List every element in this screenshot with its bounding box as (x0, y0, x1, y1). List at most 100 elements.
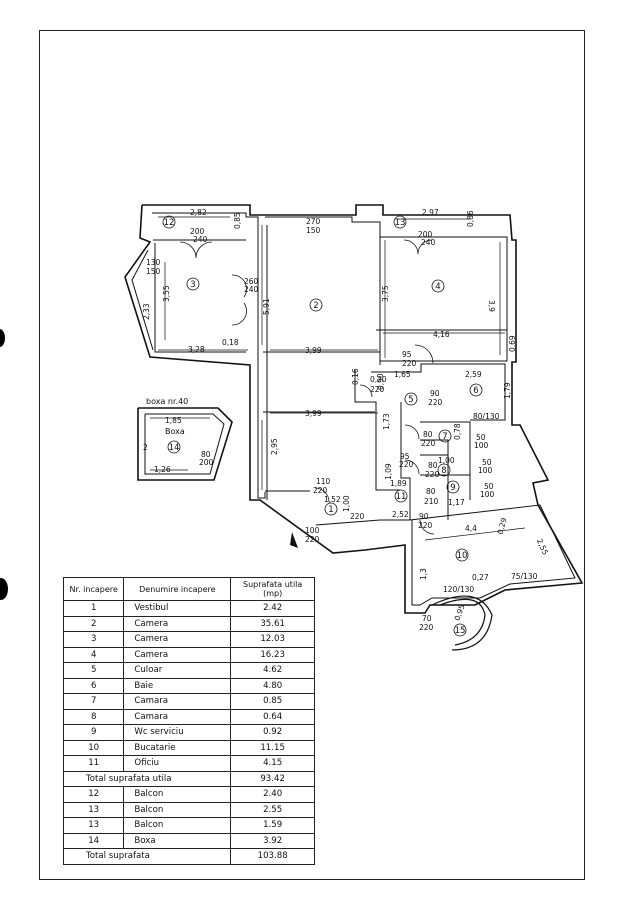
dimension-label: 3,28 (188, 345, 205, 354)
room-schedule-table: Nr. incapere Denumire incapere Suprafata… (62, 577, 315, 865)
dimension-label: 150 (306, 226, 321, 235)
table-cell-nr: 10 (62, 739, 125, 756)
table-cell-area: 4.62 (230, 662, 315, 679)
table-cell-name: Culoar (123, 662, 232, 679)
boxa-name: Boxa (165, 427, 185, 436)
room-number: 7 (442, 432, 447, 442)
header-name: Denumire incapere (123, 577, 232, 601)
table-cell-nr: 11 (62, 755, 125, 772)
dimension-label: 130 (146, 258, 161, 267)
dimension-label: 110 (316, 477, 331, 486)
dimension-label: 220 (425, 470, 440, 479)
room-number: 12 (164, 218, 175, 228)
dimension-label: 220 (428, 398, 443, 407)
dimension-label: 0,78 (453, 423, 462, 440)
total-row: Total suprafata 103.88 (62, 848, 315, 865)
dimension-label: 2,33 (142, 303, 151, 320)
dimension-label: 95 (400, 452, 410, 461)
dimension-label: 0,16 (351, 368, 360, 385)
table-cell-nr: 1 (62, 600, 125, 617)
table-cell-name: Camara (123, 708, 232, 725)
dimension-label: 1,00 (342, 495, 351, 512)
dimension-label: 270 (306, 217, 321, 226)
subtotal-label: Total suprafata utila (62, 770, 232, 787)
table-cell-nr: 9 (62, 724, 125, 741)
dimension-label: 220 (370, 385, 385, 394)
dimension-label: 220 (421, 439, 436, 448)
table-cell-nr: 14 (62, 832, 125, 849)
table-cell-name: Balcon (123, 801, 232, 818)
dimension-label: 210 (424, 497, 439, 506)
room-number: 6 (473, 386, 478, 396)
punch-hole (0, 578, 8, 600)
dimension-label: 4,16 (433, 330, 450, 339)
dimension-label: 0,69 (508, 335, 517, 352)
dimension-label: 75/130 (511, 572, 538, 581)
table-cell-nr: 6 (62, 677, 125, 694)
room-number: 9 (450, 483, 455, 493)
room-number: 4 (435, 282, 440, 292)
dimension-label: 1,52 (324, 495, 341, 504)
table-cell-nr: 3 (62, 631, 125, 648)
dimension-label: 2,97 (422, 208, 439, 217)
dimension-label: 90 (419, 512, 429, 521)
dimension-label: 50 (482, 458, 492, 467)
table-cell-name: Baie (123, 677, 232, 694)
dimension-label: 240 (421, 238, 436, 247)
dimension-label: 100 (478, 466, 493, 475)
dimension-label: 100 (474, 441, 489, 450)
table-cell-name: Camera (123, 631, 232, 648)
room-numbers: 12 13 3 2 4 5 6 7 8 9 11 1 10 14 15 (164, 218, 479, 636)
total-value: 103.88 (230, 848, 315, 865)
drawing-frame (39, 30, 585, 880)
dimension-label: 3,99 (305, 409, 322, 418)
table-cell-name: Camara (123, 693, 232, 710)
boxa-dimension: 80 (201, 450, 211, 459)
table-cell-name: Bucatarie (123, 739, 232, 756)
dimension-label: 0,86 (466, 210, 475, 227)
dimension-label: 3,75 (381, 285, 390, 302)
dimension-label: 3,99 (305, 346, 322, 355)
table-header-row: Nr. incapere Denumire incapere Suprafata… (62, 577, 315, 601)
room-number: 15 (455, 626, 466, 636)
dimension-label: 1,89 (390, 479, 407, 488)
dimension-label: 80 (428, 461, 438, 470)
table-cell-area: 0.92 (230, 724, 315, 741)
punch-hole (0, 329, 5, 347)
table-cell-area: 4.80 (230, 677, 315, 694)
room-number: 11 (396, 492, 407, 502)
dimension-label: 80 (423, 430, 433, 439)
room-number: 5 (408, 395, 413, 405)
dimension-label: 150 (146, 267, 161, 276)
table-cell-area: 0.64 (230, 708, 315, 725)
header-area: Suprafata utila (mp) (230, 577, 315, 601)
dimension-label: 0,20 (370, 375, 387, 384)
dimension-label: 0,18 (222, 338, 239, 347)
boxa-detail: boxa nr.40 1,85 Boxa 2 1,26 80 200 (143, 397, 214, 474)
table-cell-area: 1.59 (230, 817, 315, 834)
room-number: 1 (328, 505, 333, 515)
dimension-label: 120/130 (443, 585, 474, 594)
dimension-label: 260 (244, 277, 259, 286)
table-cell-area: 16.23 (230, 646, 315, 663)
table-cell-area: 11.15 (230, 739, 315, 756)
dimension-label: 100 (305, 526, 320, 535)
boxa-dimension: 1,85 (165, 416, 182, 425)
table-cell-nr: 7 (62, 693, 125, 710)
subtotal-row: Total suprafata utila 93.42 (62, 770, 315, 787)
table-cell-nr: 13 (62, 801, 125, 818)
dimension-label: 1,17 (448, 498, 465, 507)
table-cell-name: Wc serviciu (123, 724, 232, 741)
